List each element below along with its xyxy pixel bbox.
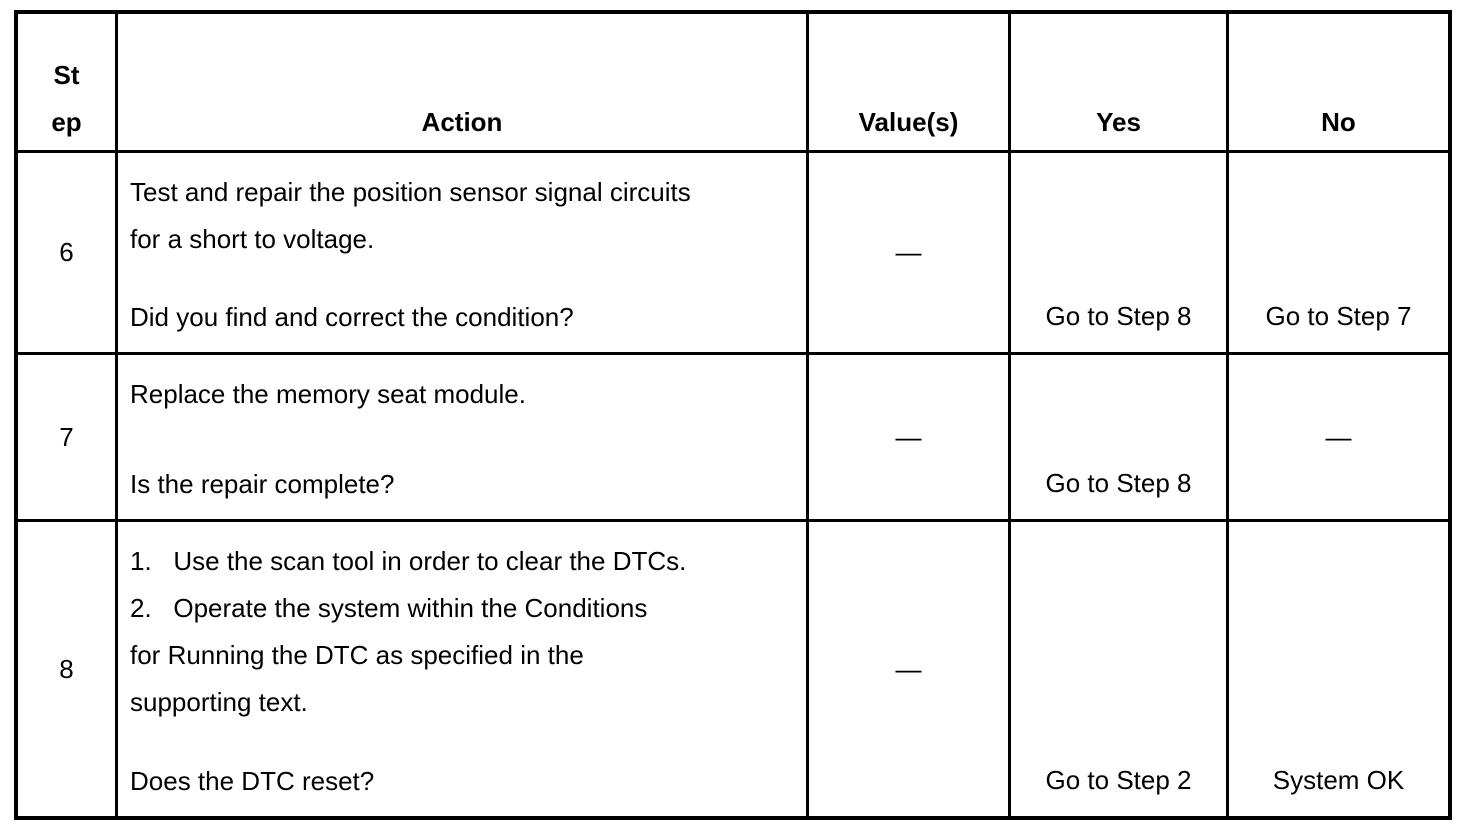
action-description: Replace the memory seat module. (130, 371, 790, 418)
value-cell: — (809, 153, 1011, 355)
dtc-diagnostic-table: St ep Action Value(s) Yes No 6 Test and … (14, 10, 1452, 820)
header-yes: Yes (1011, 14, 1229, 153)
step-number-cell: 7 (18, 355, 118, 522)
no-cell: System OK (1272, 765, 1405, 795)
header-step-line2: ep (51, 107, 82, 137)
action-description: Test and repair the position sensor sign… (130, 169, 790, 263)
no-cell: Go to Step 7 (1229, 153, 1448, 355)
action-question: Did you find and correct the condition? (130, 302, 574, 332)
header-step: St ep (18, 14, 118, 153)
action-question: Does the DTC reset? (130, 766, 375, 796)
action-line: Replace the memory seat module. (130, 379, 526, 409)
value-cell: — (809, 355, 1011, 522)
yes-cell: Go to Step 2 (1011, 522, 1229, 816)
action-line: supporting text. (130, 687, 308, 717)
header-no: No (1229, 14, 1448, 153)
step-number-cell: 8 (18, 522, 118, 816)
no-cell: — (1229, 355, 1448, 522)
action-line: Test and repair the position sensor sign… (130, 177, 691, 207)
action-cell: Test and repair the position sensor sign… (118, 153, 809, 355)
action-line: for a short to voltage. (130, 224, 375, 254)
action-line: for Running the DTC as specified in the (130, 640, 584, 670)
value-cell: — (809, 522, 1011, 816)
header-step-line1: St (53, 60, 80, 90)
yes-cell: Go to Step 8 (1011, 153, 1229, 355)
action-line: 2. Operate the system within the Conditi… (130, 593, 648, 623)
action-cell: 1. Use the scan tool in order to clear t… (118, 522, 809, 816)
action-cell: Replace the memory seat module. Is the r… (118, 355, 809, 522)
header-values: Value(s) (809, 14, 1011, 153)
action-question: Is the repair complete? (130, 469, 395, 499)
yes-cell: Go to Step 8 (1011, 355, 1229, 522)
step-number-cell: 6 (18, 153, 118, 355)
action-line: 1. Use the scan tool in order to clear t… (130, 546, 687, 576)
header-action: Action (118, 14, 809, 153)
action-description: 1. Use the scan tool in order to clear t… (130, 538, 790, 726)
